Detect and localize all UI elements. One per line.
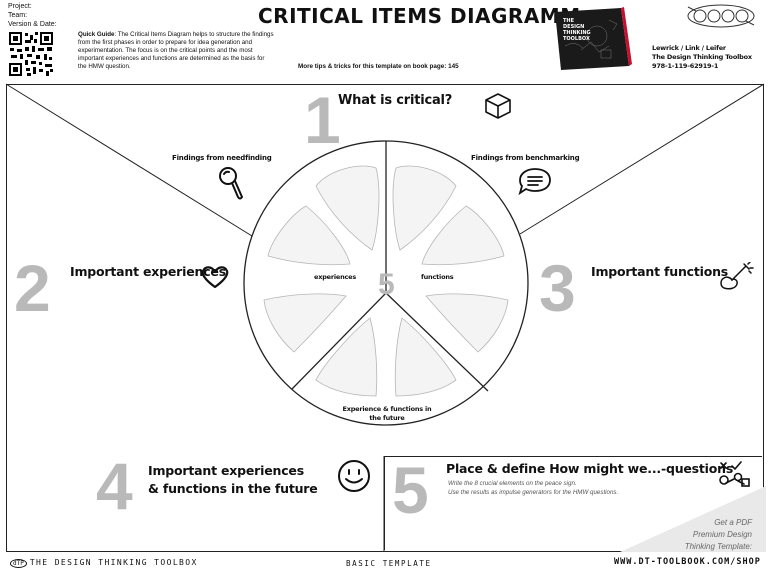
shapes-icon: [719, 461, 750, 487]
section-5-instructions: Write the 8 crucial elements on the peac…: [448, 479, 618, 497]
section-number-1: 1: [304, 83, 341, 157]
petal: [315, 165, 380, 251]
hand-pen-icon: [720, 262, 754, 290]
instruction-line: Write the 8 crucial elements on the peac…: [448, 480, 577, 487]
petal: [263, 293, 347, 353]
project-meta: Project: Team: Version & Date:: [8, 2, 57, 29]
section-number-4: 4: [96, 449, 133, 523]
center-number: 5: [378, 268, 395, 301]
section-1-title: What is critical?: [338, 93, 453, 108]
book-title-line: The Design Thinking Toolbox: [652, 53, 752, 61]
section-number-2: 2: [14, 251, 51, 325]
page-curl-corner: [620, 486, 766, 552]
petal-label-experiences: experiences: [314, 273, 357, 281]
logo-icon: [687, 4, 755, 28]
findings-benchmarking-label: Findings from benchmarking: [471, 154, 580, 162]
qr-code-icon[interactable]: [8, 31, 54, 77]
book-cover-icon[interactable]: THE DESIGN THINKING TOOLBOX: [551, 6, 633, 72]
svg-text:THINKING: THINKING: [563, 30, 591, 36]
dtp-logo-icon: dTP: [10, 559, 27, 568]
diagonal-left-line: [5, 83, 253, 237]
page-title: CRITICAL ITEMS DIAGRAMM: [258, 4, 581, 28]
petal: [267, 205, 351, 266]
tips-text: More tips & tricks for this template on …: [298, 63, 459, 70]
magnifier-icon: [219, 167, 244, 200]
petal-label-future: Experience & functions in the future: [342, 405, 432, 422]
footer-brand-text: THE DESIGN THINKING TOOLBOX: [29, 558, 198, 567]
isbn-line: 978-1-119-62919-1: [652, 62, 719, 70]
svg-text:DESIGN: DESIGN: [563, 24, 584, 30]
promo-line: Get a PDF: [714, 518, 752, 527]
authors-line: Lewrick / Link / Leifer: [652, 44, 726, 52]
version-date-label: Version & Date:: [8, 21, 57, 28]
section-number-5: 5: [392, 453, 429, 527]
speech-bubble-icon: [518, 168, 551, 196]
diagram-frame: [6, 84, 764, 552]
quick-guide-text: : The Critical Items Diagram helps to st…: [78, 31, 274, 70]
team-label: Team:: [8, 12, 28, 19]
petal: [421, 205, 505, 266]
smiley-icon: [338, 460, 370, 492]
promo-line: Thinking Template:: [684, 542, 752, 551]
section-number-3: 3: [539, 251, 576, 325]
quick-guide-label: Quick Guide: [78, 31, 115, 38]
petal-label-functions: functions: [421, 273, 454, 281]
diagonal-right-line: [519, 83, 765, 235]
section-5-title: Place & define How might we...-questions: [446, 461, 734, 476]
svg-text:THE: THE: [563, 18, 575, 24]
peace-sign-circle: [243, 140, 529, 426]
instruction-line: Use the results as impulse generators fo…: [448, 489, 619, 496]
hmw-section-box: [384, 456, 762, 550]
authors-block: Lewrick / Link / Leifer The Design Think…: [652, 44, 752, 71]
section-4-title: Important experiences & functions in the…: [148, 463, 318, 496]
footer-template-type: BASIC TEMPLATE: [346, 559, 432, 568]
section-3-title: Important functions: [591, 264, 729, 279]
section-2-title: Important experiences: [70, 264, 226, 279]
promo-line: Premium Design: [692, 530, 752, 539]
petal: [394, 317, 457, 397]
project-label: Project:: [8, 3, 32, 10]
footer-shop-link[interactable]: WWW.DT-TOOLBOOK.COM/SHOP: [614, 557, 761, 567]
heart-icon: [201, 266, 229, 289]
petal: [425, 293, 509, 353]
findings-needfinding-label: Findings from needfinding: [172, 154, 272, 162]
petal: [392, 165, 457, 251]
cube-icon: [485, 93, 511, 119]
petal: [315, 317, 378, 397]
petals: [263, 165, 509, 397]
svg-text:TOOLBOX: TOOLBOX: [563, 36, 590, 42]
premium-template-promo[interactable]: Get a PDF Premium Design Thinking Templa…: [640, 517, 752, 553]
quick-guide: Quick Guide: The Critical Items Diagram …: [78, 31, 274, 71]
